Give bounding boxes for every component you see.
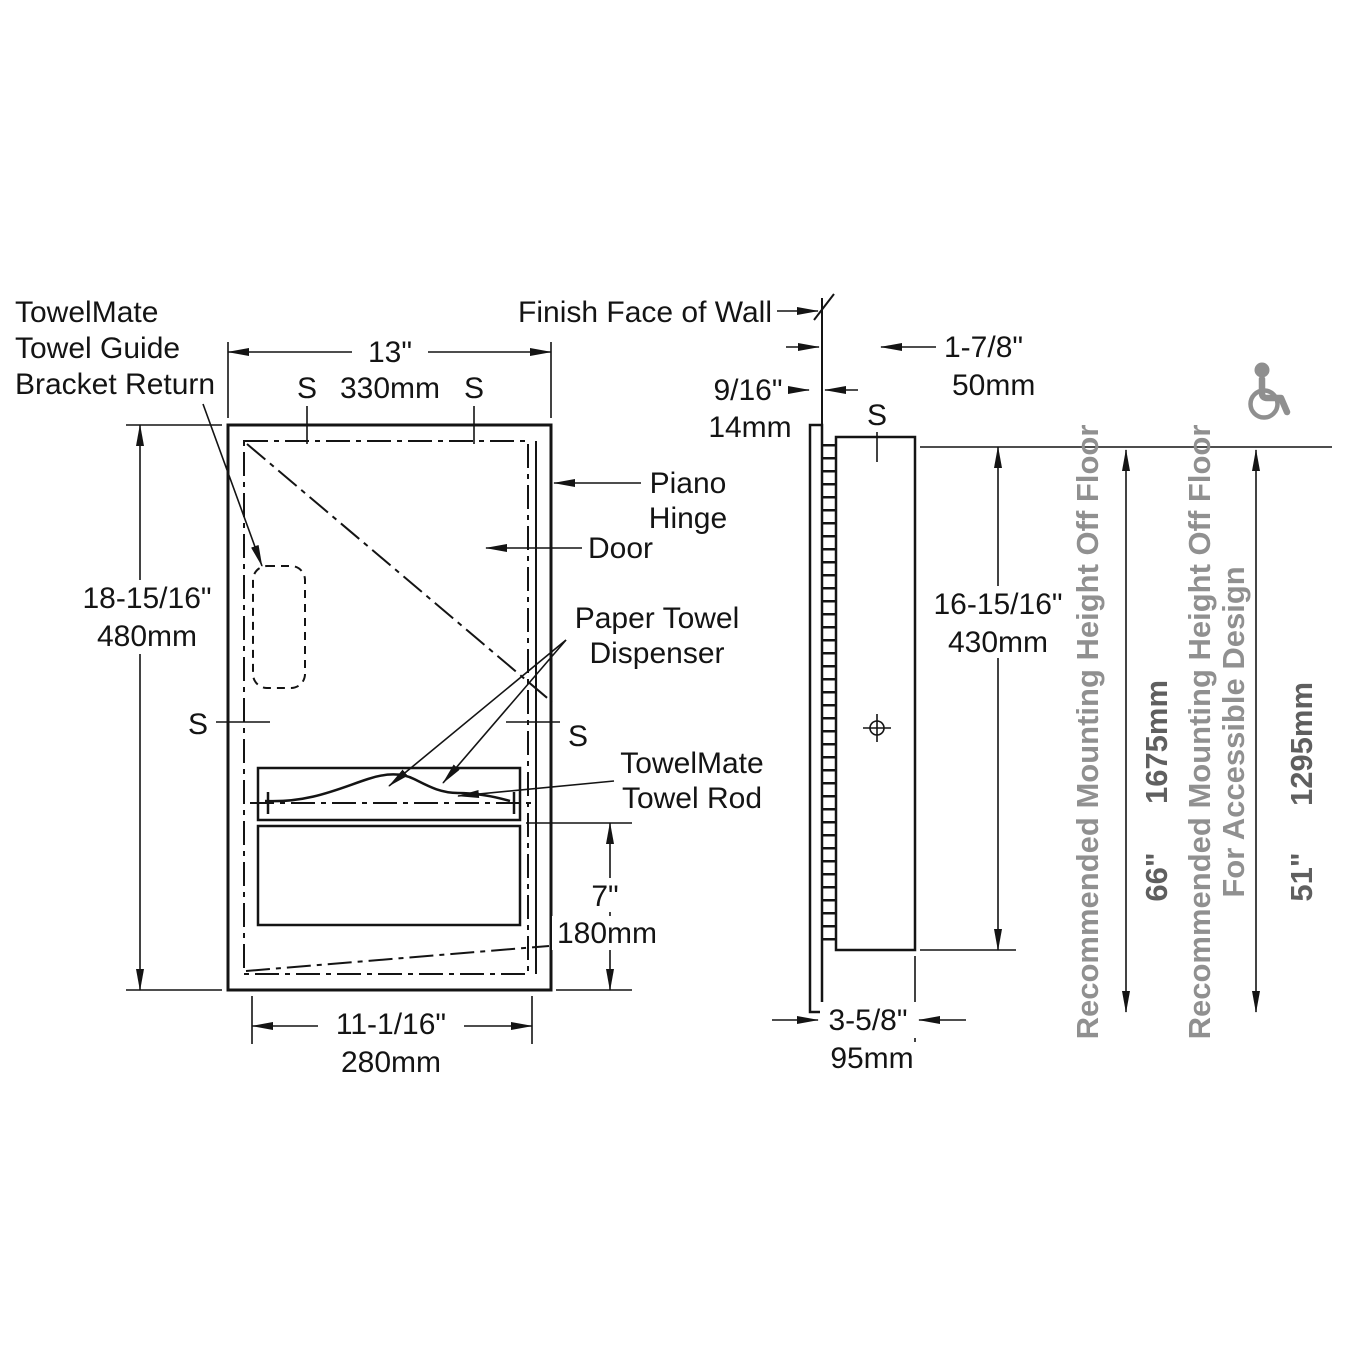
dim-overall-width: 13" 330mm bbox=[227, 334, 552, 418]
leader-line bbox=[388, 639, 567, 787]
mount-standard-label: Recommended Mounting Height Off Floor bbox=[1070, 425, 1105, 1040]
dim-text-backdrop bbox=[578, 878, 636, 912]
dim-depth-mm: 95mm bbox=[830, 1042, 913, 1075]
wheelchair-head bbox=[1254, 362, 1270, 378]
dim-depth-in: 3-5/8" bbox=[828, 1004, 907, 1037]
dim-flange-in: 9/16" bbox=[713, 374, 782, 407]
callout-towel-rod-line1: TowelMate bbox=[620, 747, 763, 780]
dim-wall-screw-in: 1-7/8" bbox=[944, 331, 1023, 364]
mount-standard-in: 66" bbox=[1139, 852, 1174, 901]
callout-dispenser: Paper Towel Dispenser bbox=[388, 602, 740, 787]
door-dashed-outline bbox=[243, 440, 529, 975]
callout-piano-hinge-line1: Piano bbox=[650, 467, 727, 500]
callout-bracket-return-line1: TowelMate bbox=[15, 296, 158, 329]
stud-marker-right: S bbox=[568, 720, 588, 753]
dim-lower-height-in: 7" bbox=[591, 880, 618, 913]
bracket-return-outline bbox=[252, 565, 306, 689]
stud-markers-front: S S S S bbox=[188, 372, 588, 753]
callout-dispenser-line2: Dispenser bbox=[589, 637, 724, 670]
callout-finish-face: Finish Face of Wall bbox=[518, 296, 819, 329]
dim-overall-height-in: 18-15/16" bbox=[82, 582, 211, 615]
mount-accessible-in: 51" bbox=[1284, 852, 1319, 901]
towel-wave bbox=[264, 773, 511, 803]
dim-lower-height-mm: 180mm bbox=[557, 917, 657, 950]
dim-door-height-in: 16-15/16" bbox=[933, 588, 1062, 621]
callout-finish-face: Finish Face of Wall bbox=[518, 296, 772, 329]
dim-overall-height-mm: 480mm bbox=[97, 620, 197, 653]
screw-crosshair bbox=[863, 714, 891, 742]
callout-piano-hinge: Piano Hinge bbox=[553, 467, 727, 535]
dim-overall-width-in: 13" bbox=[368, 336, 412, 369]
stud-marker-top-right: S bbox=[464, 372, 484, 405]
cabinet-front-outline bbox=[226, 423, 553, 992]
stud-marker-top-left: S bbox=[297, 372, 317, 405]
dim-opening-width: 11-1/16" 280mm bbox=[251, 996, 533, 1079]
leader-line bbox=[202, 403, 263, 567]
stud-marker-side: S bbox=[867, 399, 887, 432]
dim-text-backdrop bbox=[552, 916, 664, 950]
dim-opening-width-in: 11-1/16" bbox=[336, 1008, 446, 1041]
callout-towel-rod: TowelMate Towel Rod bbox=[457, 747, 764, 815]
wheelchair-body bbox=[1258, 375, 1291, 416]
callout-bracket-return: TowelMate Towel Guide Bracket Return bbox=[15, 296, 263, 567]
dim-wall-to-screw: 1-7/8" 50mm bbox=[786, 331, 1035, 402]
dim-overall-height: 18-15/16" 480mm bbox=[76, 424, 222, 991]
wall-break-slash bbox=[813, 293, 835, 321]
callout-door: Door bbox=[485, 532, 653, 565]
front-view: S S S S 13" 330mm 18-15/16" 480mm bbox=[15, 296, 764, 1079]
leader-line bbox=[457, 780, 615, 798]
accessibility-icon bbox=[1248, 362, 1291, 420]
towel-tray-rect bbox=[256, 766, 522, 822]
mount-accessible-label1: Recommended Mounting Height Off Floor bbox=[1182, 425, 1217, 1040]
door-swing-diagonal bbox=[246, 443, 553, 703]
dim-door-height-mm: 430mm bbox=[948, 626, 1048, 659]
leader-line bbox=[442, 639, 567, 784]
dim-door-height: 16-15/16" 430mm bbox=[920, 446, 1332, 951]
dim-flange-mm: 14mm bbox=[708, 411, 791, 444]
dim-text-backdrop bbox=[76, 580, 218, 654]
callout-dispenser-line1: Paper Towel bbox=[575, 602, 740, 635]
stud-marker-left: S bbox=[188, 708, 208, 741]
mount-accessible-label2: For Accessible Design bbox=[1216, 566, 1251, 897]
callout-piano-hinge-line2: Hinge bbox=[649, 502, 727, 535]
dim-text-backdrop bbox=[820, 1002, 917, 1038]
cabinet-side-profile bbox=[834, 435, 917, 952]
dim-wall-screw-mm: 50mm bbox=[952, 369, 1035, 402]
dim-flange-projection: 9/16" 14mm bbox=[708, 374, 858, 444]
door-swing-diagonal-bottom bbox=[245, 945, 550, 972]
door-flange-profile bbox=[808, 423, 824, 1014]
dim-lower-height: 7" 180mm bbox=[526, 822, 664, 991]
dim-recess-depth: 3-5/8" 95mm bbox=[772, 956, 966, 1075]
dim-overall-width-mm: 330mm bbox=[340, 372, 440, 405]
dim-text-backdrop bbox=[352, 334, 428, 370]
dim-text-backdrop bbox=[318, 1006, 464, 1042]
callout-bracket-return-line3: Bracket Return bbox=[15, 368, 215, 401]
mount-standard-mm: 1675mm bbox=[1139, 680, 1174, 804]
callout-bracket-return-line2: Towel Guide bbox=[15, 332, 180, 365]
dim-opening-width-mm: 280mm bbox=[341, 1046, 441, 1079]
side-view: Finish Face of Wall 1-7/8" 50mm 9/16" 14… bbox=[518, 293, 1332, 1075]
wheelchair-wheel bbox=[1248, 388, 1280, 420]
mounting-heights: Recommended Mounting Height Off Floor 66… bbox=[1070, 425, 1319, 1040]
wall-and-cabinet-profile bbox=[808, 293, 917, 1015]
dispenser-lower-panel bbox=[256, 824, 522, 927]
callout-door: Door bbox=[588, 532, 653, 565]
cabinet-outer-rect bbox=[226, 423, 553, 992]
dim-text-backdrop bbox=[928, 586, 1068, 658]
towel-dispenser-opening bbox=[250, 766, 537, 927]
callout-towel-rod-line2: Towel Rod bbox=[622, 782, 762, 815]
mount-accessible-mm: 1295mm bbox=[1284, 682, 1319, 806]
